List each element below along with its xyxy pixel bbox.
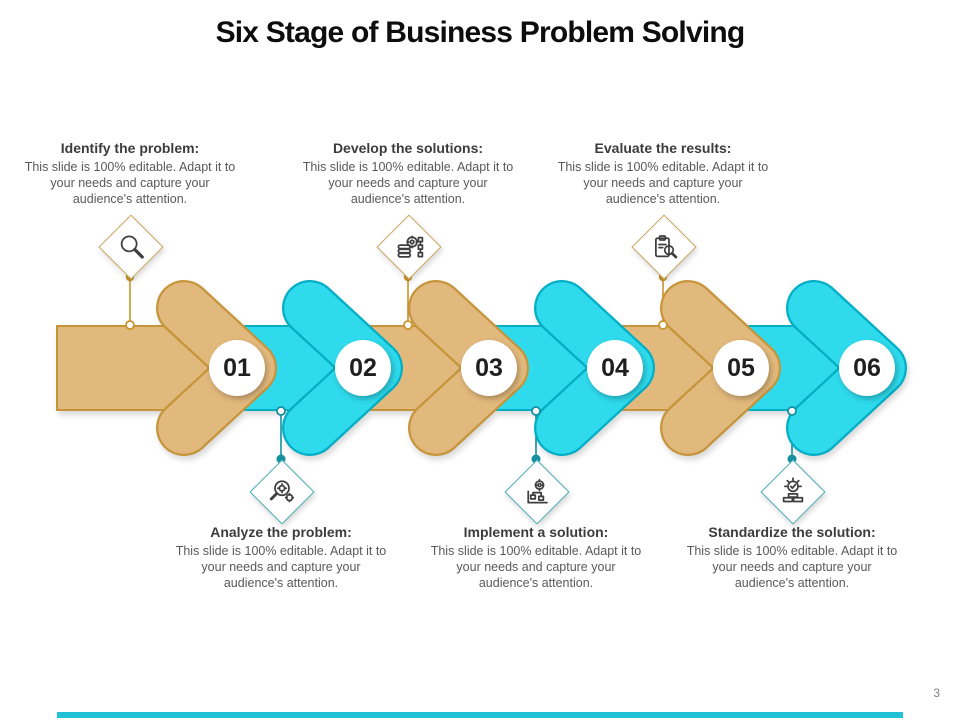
stage-3-number-circle: 03 [461,340,517,396]
stage-4-diamond [504,459,570,525]
stage-6-number-circle: 06 [839,340,895,396]
magnifier-gears-icon [269,480,295,503]
clipboard-magnifier-icon [655,235,678,259]
stage-2-number-circle: 02 [335,340,391,396]
stage-6-heading: Standardize the solution: [708,524,876,540]
stage-5-diamond [631,214,697,280]
stage-1-diamond [98,214,164,280]
stage-3-callout: Develop the solutions: This slide is 100… [302,140,514,207]
stage-3-number: 03 [475,353,503,382]
stage-1-number-circle: 01 [209,340,265,396]
stage-2-heading: Analyze the problem: [210,524,352,540]
stage-2-connector-ring [276,406,286,416]
stage-5-body: This slide is 100% editable. Adapt it to… [557,160,769,206]
bottom-accent-bar [57,712,903,718]
stage-4-number-circle: 04 [587,340,643,396]
stage-5-heading: Evaluate the results: [594,140,732,156]
stage-1-connector-ring [125,320,135,330]
stage-3-body: This slide is 100% editable. Adapt it to… [302,160,514,206]
award-podium-icon [782,477,804,503]
stage-5-number-circle: 05 [713,340,769,396]
stage-5-number: 05 [727,353,755,382]
stage-4-body: This slide is 100% editable. Adapt it to… [430,544,642,590]
stage-2-number: 02 [349,353,377,382]
stage-4-heading: Implement a solution: [463,524,609,540]
stage-1-callout: Identify the problem: This slide is 100%… [24,140,236,207]
stage-5-connector-ring [658,320,668,330]
stage-1-number: 01 [223,353,251,382]
stage-4-callout: Implement a solution: This slide is 100%… [430,524,642,591]
stage-6-connector-ring [787,406,797,416]
coins-process-icon [397,235,424,258]
connector-rings [125,320,797,416]
stage-4-connector-ring [531,406,541,416]
stage-1-heading: Identify the problem: [60,140,200,156]
stage-3-connector-ring [403,320,413,330]
stage-2-diamond [249,459,315,525]
stage-6-callout: Standardize the solution: This slide is … [686,524,898,591]
stage-6-number: 06 [853,353,881,382]
search-magnifier-icon [120,235,144,259]
stage-3-heading: Develop the solutions: [332,140,484,156]
stage-2-callout: Analyze the problem: This slide is 100% … [175,524,387,591]
slide-title: Six Stage of Business Problem Solving [215,16,746,49]
stage-4-number: 04 [601,353,629,382]
stage-6-body: This slide is 100% editable. Adapt it to… [686,544,898,590]
page-number: 3 [933,686,940,700]
stage-2-body: This slide is 100% editable. Adapt it to… [175,544,387,590]
stage-3-diamond [376,214,442,280]
stage-5-callout: Evaluate the results: This slide is 100%… [557,140,769,207]
stage-1-body: This slide is 100% editable. Adapt it to… [24,160,236,206]
stage-6-diamond [760,459,826,525]
plan-gear-icon [527,478,548,504]
